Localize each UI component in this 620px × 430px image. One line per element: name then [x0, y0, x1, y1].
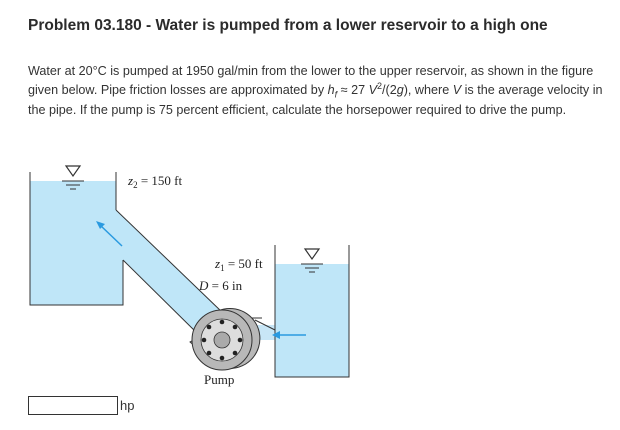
problem-text-part3: /(2: [382, 83, 397, 98]
pump-bolt: [232, 350, 238, 356]
z1-label: z1 = 50 ft: [214, 256, 263, 273]
pipe-upper-edge: [115, 209, 224, 314]
flow-arrow-lower: [272, 331, 306, 339]
pump-bolt: [201, 337, 207, 343]
problem-text-part4: ), where: [403, 83, 453, 98]
answer-input[interactable]: [28, 396, 118, 415]
pump-bolt: [206, 350, 212, 356]
hf-variable: hf: [327, 83, 338, 100]
hf-subscript: f: [334, 90, 338, 100]
lower-water-surface-icon: [301, 248, 323, 273]
pump-bolt: [219, 355, 225, 361]
pump: [189, 307, 261, 371]
answer-unit-label: hp: [120, 398, 135, 413]
diameter-label: D = 6 in: [198, 278, 243, 293]
upper-water-surface-icon: [62, 165, 84, 190]
upper-reservoir-wall: [29, 172, 124, 306]
problem-text-part5: is the average velocity in the pipe. If …: [28, 83, 603, 118]
problem-statement: Water at 20°C is pumped at 1950 gal/min …: [28, 64, 618, 119]
velocity-variable: V: [368, 83, 377, 98]
pump-bolt: [237, 337, 243, 343]
z2-label: z2 = 150 ft: [127, 173, 182, 190]
pump-label: Pump: [204, 372, 234, 387]
upper-reservoir-water: [30, 181, 223, 336]
flow-arrow-upper: [96, 221, 123, 247]
lower-reservoir-water: [275, 264, 349, 377]
problem-text-part1: Water at 20°C is pumped at 1950 gal/min …: [28, 64, 594, 98]
suction-pipe-top-edge: [254, 319, 276, 331]
velocity-exponent: 2: [376, 81, 382, 92]
problem-text-part2: ≈ 27: [337, 83, 369, 98]
pump-bolt: [232, 324, 238, 330]
pipe-lower-edge: [122, 259, 201, 337]
lower-reservoir-wall: [274, 245, 350, 378]
gravity-variable: g: [396, 83, 404, 98]
problem-title: Problem 03.180 - Water is pumped from a …: [28, 17, 548, 34]
pump-hub: [213, 331, 231, 349]
pump-bolt: [206, 324, 212, 330]
velocity-variable-2: V: [452, 83, 462, 98]
pump-bolt: [219, 319, 225, 325]
